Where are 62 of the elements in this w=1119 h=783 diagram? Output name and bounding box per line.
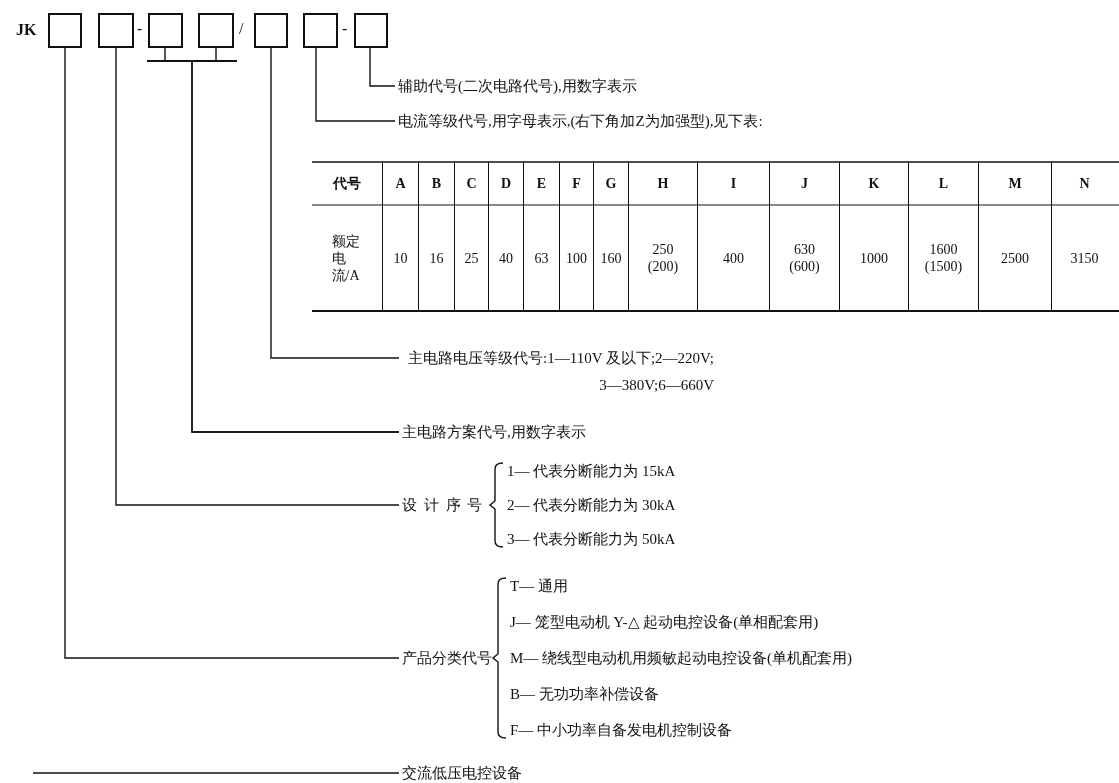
separator-text: - xyxy=(137,20,143,38)
option-text: T— 通用 xyxy=(510,577,568,595)
table-cell-text: 250 (200) xyxy=(647,241,679,275)
table-cell-text: L xyxy=(938,175,949,192)
table-cell-text: 额定电流/A xyxy=(331,232,361,284)
table-cell-text: 3150 xyxy=(1070,249,1099,267)
option-text: J— 笼型电动机 Y-△ 起动电控设备(单相配套用) xyxy=(510,613,819,631)
description-text: 交流低压电控设备 xyxy=(402,764,522,782)
model-prefix: JK xyxy=(16,21,37,39)
table-cell-text: 400 xyxy=(723,249,744,267)
table-cell-text: J xyxy=(801,175,808,192)
description-text: 设计序号 xyxy=(402,496,489,514)
table-cell-text: D xyxy=(500,175,512,192)
option-text: 1— 代表分断能力为 15kA xyxy=(507,462,676,480)
code-box xyxy=(254,13,288,48)
table-cell-text: 10 xyxy=(393,249,408,267)
table-cell-text: 16 xyxy=(429,249,444,267)
description-text: 辅助代号(二次电路代号),用数字表示 xyxy=(398,77,637,95)
leader-line xyxy=(115,47,400,506)
table-cell-text: N xyxy=(1079,175,1090,192)
description-text: 产品分类代号 xyxy=(402,649,492,667)
table-cell-text: 40 xyxy=(499,249,513,267)
table-cell-text: 代号 xyxy=(333,175,361,192)
table-cell-text: 2500 xyxy=(1001,249,1029,267)
table-cell-text: I xyxy=(730,175,737,192)
table-cell-text: 1600 (1500) xyxy=(924,241,963,275)
code-box xyxy=(98,13,134,48)
table-cell-text: 630 (600) xyxy=(789,241,820,275)
option-text: M— 绕线型电动机用频敏起动电控设备(单机配套用) xyxy=(510,649,853,667)
table-cell-text: C xyxy=(466,175,477,192)
option-text: B— 无功功率补偿设备 xyxy=(510,685,659,703)
leader-line xyxy=(32,772,400,774)
leader-line xyxy=(270,47,400,359)
option-text: 3— 代表分断能力为 50kA xyxy=(507,530,676,548)
option-text: 2— 代表分断能力为 30kA xyxy=(507,496,676,514)
table-cell-text: K xyxy=(868,175,880,192)
table-cell-text: G xyxy=(605,175,617,192)
table-cell-text: 63 xyxy=(534,249,549,267)
code-box xyxy=(148,13,183,48)
separator-text: / xyxy=(239,20,244,38)
description-text: 电流等级代号,用字母表示,(右下角加Z为加强型),见下表: xyxy=(398,112,763,130)
table-cell-text: 160 xyxy=(600,249,622,267)
separator-text: - xyxy=(342,20,348,38)
table-cell-text: F xyxy=(572,175,581,192)
description-text: 主电路方案代号,用数字表示 xyxy=(402,423,586,441)
table-cell-text: M xyxy=(1008,175,1022,192)
table-cell-text: A xyxy=(395,175,406,192)
option-text: F— 中小功率自备发电机控制设备 xyxy=(510,721,733,739)
table-cell-text: 1000 xyxy=(860,249,888,267)
table-cell-text: E xyxy=(536,175,547,192)
table-cell-text: 25 xyxy=(464,249,479,267)
description-text: 主电路电压等级代号:1—110V 及以下;2—220V; 3—380V;6—660V xyxy=(402,345,714,399)
code-box xyxy=(48,13,82,48)
leader-line xyxy=(315,47,396,122)
code-box xyxy=(354,13,388,48)
leader-line xyxy=(369,47,396,87)
code-box xyxy=(303,13,338,48)
leader-line xyxy=(64,47,400,659)
code-box xyxy=(198,13,234,48)
table-cell-text: H xyxy=(657,175,669,192)
table-cell-text: B xyxy=(431,175,442,192)
table-cell-text: 100 xyxy=(566,249,587,267)
